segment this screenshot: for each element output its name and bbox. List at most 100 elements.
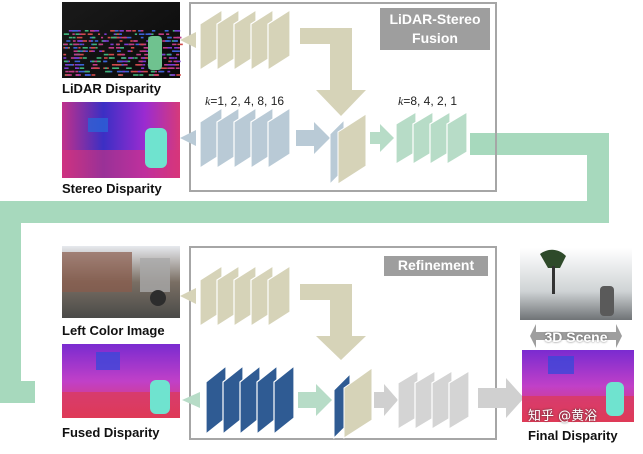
lidar-point — [176, 36, 182, 39]
lidar-point — [63, 43, 68, 46]
lidar-point — [176, 74, 181, 76]
lidar-point — [114, 30, 119, 32]
stereo-to-concat-arrow — [296, 122, 330, 154]
lidar-point — [167, 36, 172, 39]
lidar-point — [66, 40, 71, 42]
lidar-point — [105, 70, 111, 73]
lidar-point — [91, 74, 96, 76]
lidar-point — [104, 57, 108, 59]
stereo-encoder — [199, 106, 291, 170]
lidar-point — [84, 74, 90, 76]
lidar-point — [164, 64, 168, 66]
layer-block — [448, 369, 470, 431]
lidar-point — [107, 36, 111, 39]
lidar-point — [76, 36, 83, 39]
lidar-point — [144, 53, 151, 56]
lidar-point — [74, 53, 79, 56]
lidar-point — [102, 50, 105, 52]
lidar-point — [91, 36, 96, 39]
green-connector-band — [0, 133, 609, 403]
lidar-point — [120, 36, 126, 39]
lidar-point — [74, 57, 80, 59]
lidar-point — [177, 43, 183, 46]
to-final-arrow — [478, 378, 524, 418]
lidar-point — [173, 36, 178, 39]
lidar-point — [98, 43, 104, 46]
lidar-point — [165, 40, 169, 42]
lidar-point — [116, 47, 122, 49]
lidar-point — [140, 30, 144, 32]
lidar-point — [121, 64, 128, 66]
fusion-decoder — [395, 110, 468, 166]
lidar-point — [142, 57, 145, 59]
lidar-point — [92, 43, 97, 46]
lidar-point — [135, 70, 139, 73]
refinement-decoder — [397, 369, 470, 431]
lidar-point — [73, 43, 77, 46]
lidar-point — [152, 74, 158, 76]
lidar-point — [132, 30, 136, 32]
lidar-point — [135, 64, 141, 66]
lidar-point — [82, 47, 88, 49]
lidar-point — [63, 57, 67, 59]
lidar-point — [103, 53, 109, 56]
lidar-point — [82, 43, 85, 46]
encoder-dilation-label: k=1, 2, 4, 8, 16 — [205, 94, 284, 109]
lidar-point — [72, 33, 75, 35]
lidar-point — [143, 47, 149, 49]
lidar-point — [166, 33, 170, 35]
layer-block — [267, 8, 291, 72]
lidar-point — [122, 70, 125, 73]
lidar-point — [88, 74, 91, 76]
lidar-point — [111, 36, 117, 39]
lidar-point — [141, 60, 147, 63]
lidar-point — [170, 74, 176, 76]
lidar-point — [119, 40, 123, 42]
lidar-point — [98, 33, 101, 35]
lidar-point — [65, 47, 68, 49]
lidar-point — [151, 30, 156, 32]
fused-encoder — [205, 364, 295, 436]
lidar-point — [170, 60, 173, 63]
lidar-point — [77, 50, 82, 52]
lidar-point — [158, 33, 164, 35]
decoder-k-symbol: k — [398, 94, 404, 108]
fusion-section-title: LiDAR-Stereo Fusion — [380, 8, 490, 50]
lidar-point — [96, 60, 101, 63]
lidar-point — [174, 30, 181, 32]
lidar-point — [82, 57, 87, 59]
refinement-merge-arrow — [300, 284, 366, 360]
color-flow-arrow — [180, 288, 196, 304]
lidar-point — [127, 30, 132, 32]
lidar-point — [130, 40, 133, 42]
lidar-point — [162, 40, 167, 42]
lidar-point — [68, 64, 74, 66]
lidar-point — [76, 43, 80, 46]
lidar-point — [116, 67, 120, 69]
lidar-point — [68, 30, 75, 32]
layer-block — [273, 364, 295, 436]
lidar-point — [127, 50, 131, 52]
encoder-dilation-values: =1, 2, 4, 8, 16 — [210, 94, 285, 108]
layer-block — [267, 106, 291, 170]
lidar-point — [72, 30, 78, 32]
lidar-point — [143, 64, 146, 66]
fusion-title-line1: LiDAR-Stereo — [389, 11, 481, 27]
lidar-point — [170, 64, 176, 66]
lidar-point — [116, 33, 120, 35]
lidar-point — [117, 53, 122, 56]
lidar-point — [113, 33, 117, 35]
lidar-point — [90, 60, 93, 63]
decoder-dilation-label: k=8, 4, 2, 1 — [398, 94, 457, 109]
lidar-point — [75, 33, 80, 35]
lidar-point — [174, 47, 180, 49]
lidar-point — [115, 64, 122, 66]
lidar-point — [66, 64, 71, 66]
lidar-point — [176, 60, 181, 63]
lidar-point — [118, 74, 124, 76]
refinement-concat-arrow — [374, 384, 398, 416]
lidar-point — [80, 33, 86, 35]
lidar-point — [174, 57, 178, 59]
lidar-point — [167, 70, 171, 73]
